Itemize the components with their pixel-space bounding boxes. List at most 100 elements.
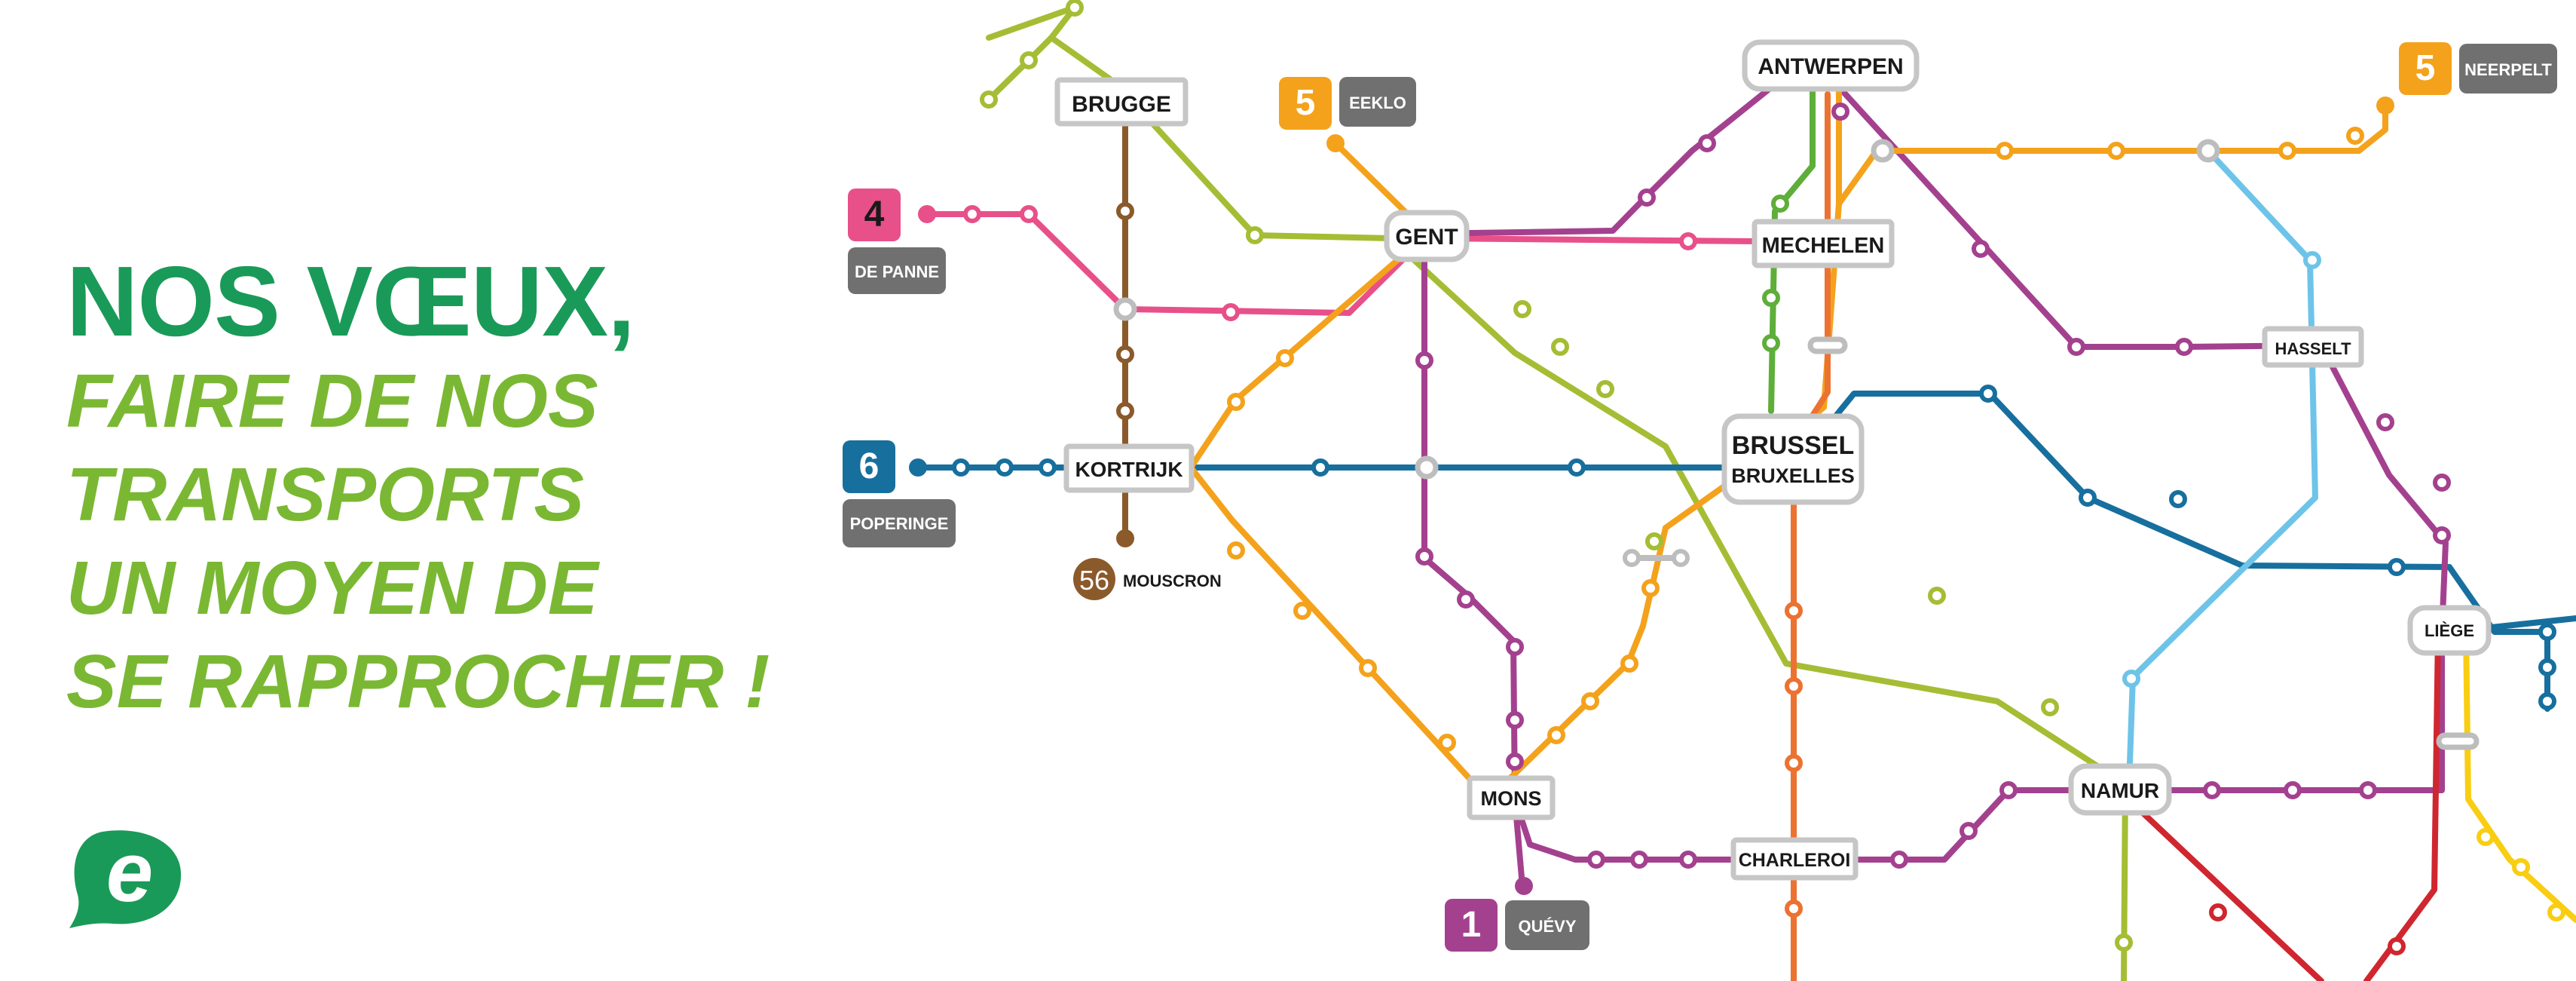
- line-4: [924, 211, 1759, 316]
- stop: [1227, 541, 1245, 559]
- stop: [1979, 385, 1997, 403]
- line-badge-6[interactable]: 6 POPERINGE: [843, 440, 956, 547]
- station-hasselt[interactable]: HASSELT: [2262, 326, 2364, 368]
- stop: [2169, 490, 2187, 508]
- svg-text:NEERPELT: NEERPELT: [2464, 60, 2552, 79]
- terminus-dot: [909, 458, 927, 477]
- stop: [1771, 195, 1789, 213]
- stop: [1785, 754, 1803, 772]
- stop: [1415, 547, 1433, 566]
- stop: [1645, 532, 1663, 550]
- stop: [1359, 659, 1377, 677]
- stop: [1551, 338, 1569, 356]
- svg-text:HASSELT: HASSELT: [2275, 339, 2351, 358]
- station-charleroi[interactable]: CHARLEROI: [1730, 837, 1859, 881]
- stop: [1293, 602, 1311, 620]
- station-mechelen[interactable]: MECHELEN: [1751, 219, 1895, 268]
- stop: [2433, 526, 2451, 544]
- stop: [1630, 851, 1648, 869]
- stop: [1415, 351, 1433, 369]
- station-liege[interactable]: LIÈGE: [2407, 605, 2492, 656]
- svg-text:5: 5: [1296, 83, 1316, 123]
- stop: [1116, 402, 1134, 420]
- station-brugge[interactable]: BRUGGE: [1054, 77, 1189, 127]
- svg-text:BRUXELLES: BRUXELLES: [1731, 464, 1855, 487]
- stop: [1641, 579, 1660, 597]
- svg-text:MONS: MONS: [1481, 787, 1542, 810]
- stop: [2209, 903, 2227, 921]
- svg-text:BRUGGE: BRUGGE: [1072, 92, 1171, 117]
- stop: [2538, 623, 2556, 641]
- svg-text:GENT: GENT: [1395, 225, 1458, 250]
- svg-text:POPERINGE: POPERINGE: [850, 514, 949, 533]
- interchange-stop: [1871, 139, 1895, 163]
- stop: [1513, 300, 1531, 318]
- headline-line-3: TRANSPORTS: [66, 452, 585, 537]
- svg-text:QUÉVY: QUÉVY: [1518, 917, 1576, 936]
- stop: [2538, 692, 2556, 710]
- stop: [996, 458, 1014, 477]
- line-badge-56[interactable]: 56 MOUSCRON: [1073, 558, 1222, 600]
- stop: [952, 458, 970, 477]
- stop: [1638, 189, 1656, 207]
- stop: [1999, 781, 2018, 799]
- stop: [1972, 240, 1990, 258]
- svg-text:DE PANNE: DE PANNE: [855, 262, 939, 281]
- stop: [2041, 698, 2059, 716]
- terminus-dot: [1326, 134, 1345, 152]
- stop: [1679, 232, 1697, 250]
- line-badge-4[interactable]: 4 DE PANNE: [848, 189, 946, 294]
- stop: [2284, 781, 2302, 799]
- stop: [2122, 670, 2140, 688]
- svg-text:56: 56: [1079, 565, 1109, 596]
- headline-title: NOS VŒUX,: [66, 246, 635, 357]
- stop: [1568, 458, 1586, 477]
- interchange-stop: [1113, 297, 1137, 321]
- stop: [1066, 0, 1084, 17]
- stop: [1547, 726, 1565, 744]
- stop: [2067, 338, 2085, 356]
- terminus-dot: [1116, 529, 1134, 547]
- stop: [1679, 851, 1697, 869]
- station-kortrijk[interactable]: KORTRIJK: [1063, 443, 1195, 493]
- stop: [1785, 900, 1803, 918]
- svg-text:CHARLEROI: CHARLEROI: [1739, 850, 1851, 871]
- stop: [2376, 413, 2394, 431]
- station-antwerpen[interactable]: ANTWERPEN: [1742, 39, 1920, 92]
- stop: [1587, 851, 1605, 869]
- svg-text:BRUSSEL: BRUSSEL: [1732, 431, 1854, 460]
- red-line: [2137, 808, 2324, 981]
- stop: [963, 205, 981, 223]
- station-gent[interactable]: GENT: [1384, 210, 1470, 262]
- stop: [980, 90, 998, 109]
- headline: NOS VŒUX, FAIRE DE NOS TRANSPORTS UN MOY…: [66, 249, 858, 728]
- interchange-bar: [2436, 732, 2480, 750]
- svg-text:EEKLO: EEKLO: [1349, 94, 1406, 112]
- headline-line-5: SE RAPPROCHER !: [66, 639, 770, 724]
- lime-line-2: [1048, 35, 2128, 787]
- stop: [1831, 103, 1849, 121]
- stop: [2433, 474, 2451, 492]
- svg-text:ANTWERPEN: ANTWERPEN: [1758, 54, 1903, 79]
- stop: [1890, 851, 1908, 869]
- svg-text:5: 5: [2415, 48, 2436, 88]
- station-brussel[interactable]: BRUSSEL BRUXELLES: [1721, 413, 1865, 505]
- stop: [1457, 590, 1475, 609]
- svg-text:LIÈGE: LIÈGE: [2425, 621, 2474, 640]
- stop: [1762, 289, 1780, 307]
- line-badge-1[interactable]: 1 QUÉVY: [1445, 899, 1589, 952]
- brand-logo-icon: e: [69, 826, 182, 928]
- station-namur[interactable]: NAMUR: [2068, 763, 2172, 816]
- line-badge-5-eeklo[interactable]: 5 EEKLO: [1279, 77, 1416, 130]
- interchange-bar: [1807, 336, 1848, 354]
- station-mons[interactable]: MONS: [1467, 775, 1556, 820]
- svg-text:6: 6: [859, 446, 880, 486]
- line-badge-5-neerpelt[interactable]: 5 NEERPELT: [2399, 42, 2557, 95]
- stop: [1672, 549, 1690, 567]
- stop: [1276, 349, 1294, 367]
- stop: [2388, 558, 2406, 576]
- stop: [2538, 658, 2556, 676]
- red-line-2: [2363, 630, 2441, 981]
- terminus-dot: [1515, 877, 1533, 895]
